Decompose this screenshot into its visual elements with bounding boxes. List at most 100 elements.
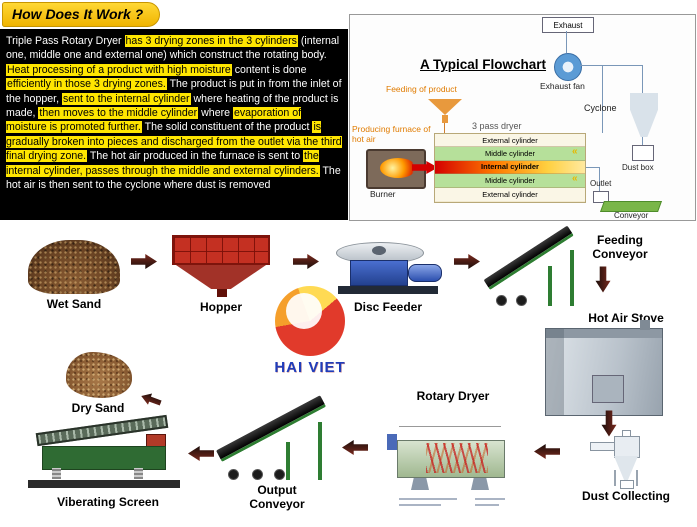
- dryer-caption: 3 pass dryer: [472, 121, 522, 131]
- cyclone-leg: [636, 470, 638, 486]
- hot-air-arrow-icon: [412, 161, 438, 174]
- intro-segment: where: [198, 107, 233, 120]
- external-cylinder-bottom-row: External cylinder: [435, 187, 585, 201]
- airflow-return-icon: «: [572, 173, 578, 184]
- dryer-stand: [411, 478, 429, 490]
- conveyor-leg: [286, 442, 290, 480]
- dust-box-icon: [632, 145, 654, 161]
- feeder-motor: [408, 264, 442, 282]
- flowchart-panel: A Typical Flowchart Exhaust Exhaust fan …: [349, 14, 696, 221]
- intro-segment: (internal one, middle one and external o…: [6, 35, 340, 62]
- viberating-screen-image: [28, 414, 188, 494]
- conveyor-leg: [548, 266, 552, 306]
- arrow-left-icon: [342, 440, 368, 455]
- dry-sand-image: [66, 352, 132, 398]
- stage-label-hot-air-stove: Hot Air Stove: [588, 311, 664, 325]
- stage-label-rotary-dryer: Rotary Dryer: [416, 389, 490, 403]
- hopper-image: [172, 235, 270, 297]
- hot-air-stove-image: [545, 320, 663, 416]
- intro-segment: where heating of the product is made,: [6, 92, 339, 120]
- section-title: How Does It Work ?: [12, 6, 144, 22]
- conveyor-wheel: [516, 295, 527, 306]
- dustbox-line: [642, 137, 643, 145]
- outlet-box-icon: [593, 191, 609, 203]
- conveyor-label: Conveyor: [614, 211, 649, 220]
- dimension-line: [399, 426, 501, 427]
- stove-column: [546, 329, 564, 415]
- internal-cylinder-row: Internal cylinder: [435, 160, 585, 175]
- output-conveyor-image: [215, 395, 334, 482]
- cyclone-label: Cyclone: [584, 103, 617, 113]
- outlet-line-h: [586, 167, 600, 168]
- screen-body: [42, 446, 166, 470]
- disc-feeder-image: [328, 236, 448, 298]
- conveyor-belt: [215, 395, 327, 462]
- middle-cylinder-bottom-row: Middle cylinder: [435, 174, 585, 188]
- conveyor-wheel: [228, 469, 239, 480]
- stove-door: [592, 375, 624, 403]
- conveyor-wheel: [496, 295, 507, 306]
- conveyor-wheel: [274, 469, 285, 480]
- feed-funnel-icon: [428, 99, 462, 115]
- cyclone-drop-line: [642, 65, 643, 93]
- furnace-icon: [366, 149, 426, 189]
- intro-segment: content is done: [231, 63, 307, 76]
- arrow-right-icon: [454, 254, 480, 269]
- stove-top: [546, 329, 662, 338]
- external-cylinder-top-row: External cylinder: [435, 134, 585, 148]
- fan-cyclone-line: [580, 65, 642, 66]
- drawing-note-line: [475, 504, 499, 506]
- funnel-drop-line: [444, 123, 445, 133]
- feeder-body: [350, 260, 408, 286]
- stove-pipe: [640, 320, 650, 330]
- dryer-mesh: [426, 443, 488, 473]
- feeding-conveyor-image: [483, 225, 580, 308]
- arrow-left-icon: [188, 446, 214, 461]
- intro-segment: has 3 drying zones in the 3 cylinders: [124, 35, 298, 47]
- drawing-note-line: [399, 498, 457, 500]
- cyclone-leg: [614, 470, 616, 486]
- feeder-base: [338, 286, 438, 294]
- conveyor-wheel: [252, 469, 263, 480]
- dryer-cylinder: [397, 440, 505, 478]
- intro-segment: The hot air produced in the furnace is s…: [87, 150, 304, 163]
- intro-segment: Heat processing of a product with high m…: [6, 63, 232, 76]
- stage-label-feeding-conveyor: Feeding Conveyor: [592, 233, 648, 261]
- intro-paragraph: Triple Pass Rotary Dryer has 3 drying zo…: [6, 34, 342, 192]
- screen-spring: [134, 468, 143, 479]
- feeding-of-product-label: Feeding of product: [386, 84, 457, 94]
- section-title-badge: How Does It Work ?: [2, 2, 161, 27]
- cyclone-body: [614, 436, 640, 458]
- dust-box-label: Dust box: [622, 163, 654, 172]
- conveyor-leg: [570, 250, 574, 306]
- screen-base: [28, 480, 180, 488]
- intro-segment: Triple Pass Rotary Dryer: [6, 35, 125, 47]
- stage-label-viberating-screen: Viberating Screen: [57, 495, 159, 509]
- stage-label-dry-sand: Dry Sand: [71, 401, 125, 415]
- hopper-funnel: [175, 265, 267, 289]
- stage-label-output-conveyor: Output Conveyor: [249, 483, 305, 511]
- exhaust-label: Exhaust: [553, 20, 583, 30]
- drawing-note-line: [399, 504, 441, 506]
- arrow-right-icon: [293, 254, 319, 269]
- intro-panel: Triple Pass Rotary Dryer has 3 drying zo…: [0, 29, 348, 220]
- producing-furnace-label: Producing furnace of hot air: [352, 124, 431, 144]
- cyclone-cone: [614, 456, 638, 480]
- intro-segment: The product is put in from the inlet of …: [6, 78, 342, 105]
- intro-segment: sent to the internal cylinder: [61, 92, 191, 105]
- intro-segment: then moves to the middle cylinder: [38, 107, 199, 120]
- hopper-grid: [172, 235, 270, 265]
- cyclone-dust-bin: [620, 480, 634, 489]
- exhaust-line: [566, 31, 567, 53]
- intro-segment: The hot air is then sent to the cyclone …: [6, 164, 341, 192]
- cyclone-icon: [630, 93, 658, 137]
- airflow-return-icon: «: [572, 146, 578, 157]
- logo-swirl-icon: [275, 286, 345, 356]
- flowchart-title: A Typical Flowchart: [420, 57, 547, 72]
- hopper-outlet: [217, 289, 227, 297]
- feeder-hub: [372, 246, 386, 255]
- dryer-exhaust-line: [602, 65, 603, 133]
- stage-label-dust-collecting: Dust Collecting: [581, 489, 670, 503]
- arrow-right-icon: [131, 254, 157, 269]
